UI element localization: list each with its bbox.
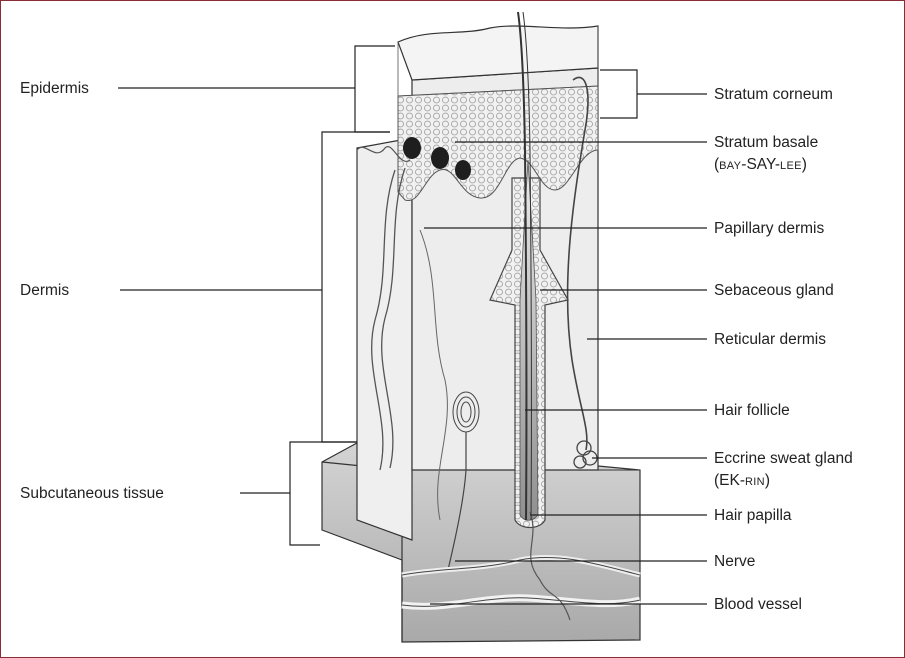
label-hair-follicle: Hair follicle (714, 402, 790, 420)
label-eccrine-pronunciation: (EK-RIN) (714, 472, 770, 491)
label-epidermis: Epidermis (20, 80, 89, 98)
basal-cell (431, 147, 449, 169)
label-papillary-dermis: Papillary dermis (714, 220, 824, 238)
label-subcutaneous-tissue: Subcutaneous tissue (20, 485, 164, 503)
pron-part: BAY (719, 160, 741, 172)
label-stratum-basale: Stratum basale (714, 134, 818, 152)
label-nerve: Nerve (714, 553, 755, 571)
pron-part: RIN (745, 476, 765, 488)
label-dermis: Dermis (20, 282, 69, 300)
pron-part: EK- (719, 472, 745, 489)
basal-cell (403, 137, 421, 159)
skin-block (322, 12, 640, 642)
label-stratum-basale-pronunciation: (BAY-SAY-LEE) (714, 156, 807, 175)
label-sebaceous-gland: Sebaceous gland (714, 282, 834, 300)
label-eccrine-sweat-gland: Eccrine sweat gland (714, 450, 853, 468)
pron-part: -SAY- (741, 156, 780, 173)
basal-cell (455, 160, 471, 180)
label-blood-vessel: Blood vessel (714, 596, 802, 614)
label-stratum-corneum: Stratum corneum (714, 86, 833, 104)
label-hair-papilla: Hair papilla (714, 507, 792, 525)
label-reticular-dermis: Reticular dermis (714, 331, 826, 349)
pron-part: LEE (780, 160, 802, 172)
